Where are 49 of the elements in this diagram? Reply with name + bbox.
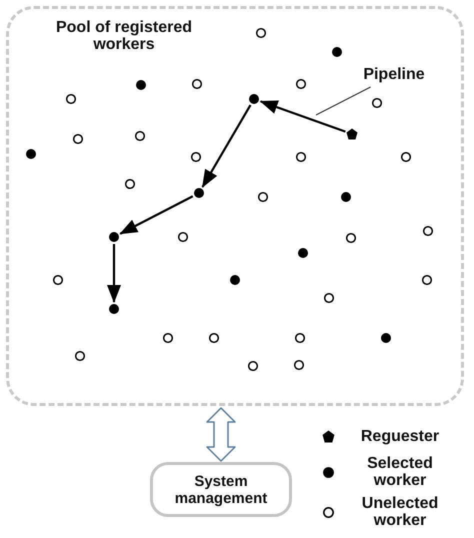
- dashed-group-frame: [6, 6, 464, 406]
- filled-dot: [108, 231, 120, 243]
- callout-label: Pipeline: [352, 63, 436, 87]
- hollow-dot: [74, 350, 86, 362]
- hollow-dot: [371, 97, 383, 109]
- group-title: Pool of registered workers: [54, 19, 194, 53]
- filled-dot: [108, 303, 120, 315]
- arrow: [202, 104, 252, 188]
- hollow-dot: [162, 332, 174, 344]
- arrow: [260, 100, 346, 133]
- hollow-dot: [257, 191, 269, 203]
- hollow-dot: [400, 151, 412, 163]
- legend-label: Unelected worker: [360, 495, 440, 529]
- filled-dot: [340, 191, 352, 203]
- arrow: [107, 244, 121, 303]
- filled-dot: [229, 274, 241, 286]
- legend-label: Selected worker: [366, 455, 434, 489]
- arrow: [119, 195, 194, 235]
- hollow-dot: [247, 360, 259, 372]
- hollow-dot: [191, 78, 203, 90]
- filled-dot: [135, 79, 147, 91]
- filled-dot: [25, 148, 37, 160]
- hollow-dot: [345, 232, 357, 244]
- hollow-dot: [72, 133, 84, 145]
- filled-dot: [380, 332, 392, 344]
- filled-dot: [248, 93, 260, 105]
- filled-dot: [297, 247, 309, 259]
- hollow-dot: [65, 93, 77, 105]
- hollow-dot: [293, 359, 305, 371]
- hollow-dot: [208, 332, 220, 344]
- hollow-dot: [255, 27, 267, 39]
- hollow-dot: [294, 332, 306, 344]
- filled-dot: [331, 46, 343, 58]
- hollow-dot: [421, 274, 433, 286]
- hollow-dot: [52, 274, 64, 286]
- hollow-dot: [422, 225, 434, 237]
- filled-dot: [193, 187, 205, 199]
- hollow-dot: [190, 151, 202, 163]
- hollow-dot: [323, 292, 335, 304]
- double-block-arrow: [206, 407, 236, 462]
- leader-line: [316, 86, 372, 116]
- hollow-dot: [134, 130, 146, 142]
- hollow-dot: [295, 151, 307, 163]
- legend-label: Reguester: [360, 428, 440, 445]
- hollow-dot: [124, 178, 136, 190]
- hollow-dot: [177, 231, 189, 243]
- pentagon-marker: [346, 128, 358, 140]
- hollow-dot: [295, 78, 307, 90]
- process-box: System management: [150, 462, 292, 517]
